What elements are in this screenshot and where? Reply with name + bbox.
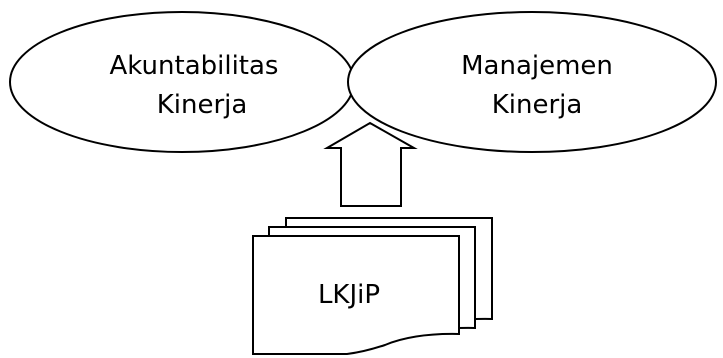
lkjip-document-stack: LKJiP <box>252 217 493 355</box>
akuntabilitas-kinerja-ellipse <box>9 11 355 153</box>
manajemen-kinerja-label-line2: Kinerja <box>492 90 583 120</box>
manajemen-kinerja-label-line1: Manajemen <box>461 51 613 81</box>
akuntabilitas-kinerja-label-line1: Akuntabilitas <box>110 51 279 81</box>
akuntabilitas-kinerja-node <box>9 11 355 153</box>
akuntabilitas-kinerja-label-line2: Kinerja <box>157 90 248 120</box>
upward-arrow <box>323 121 418 207</box>
manajemen-kinerja-ellipse <box>347 11 717 153</box>
lkjip-label: LKJiP <box>318 280 380 310</box>
document-front <box>252 235 460 355</box>
manajemen-kinerja-node <box>347 11 717 153</box>
